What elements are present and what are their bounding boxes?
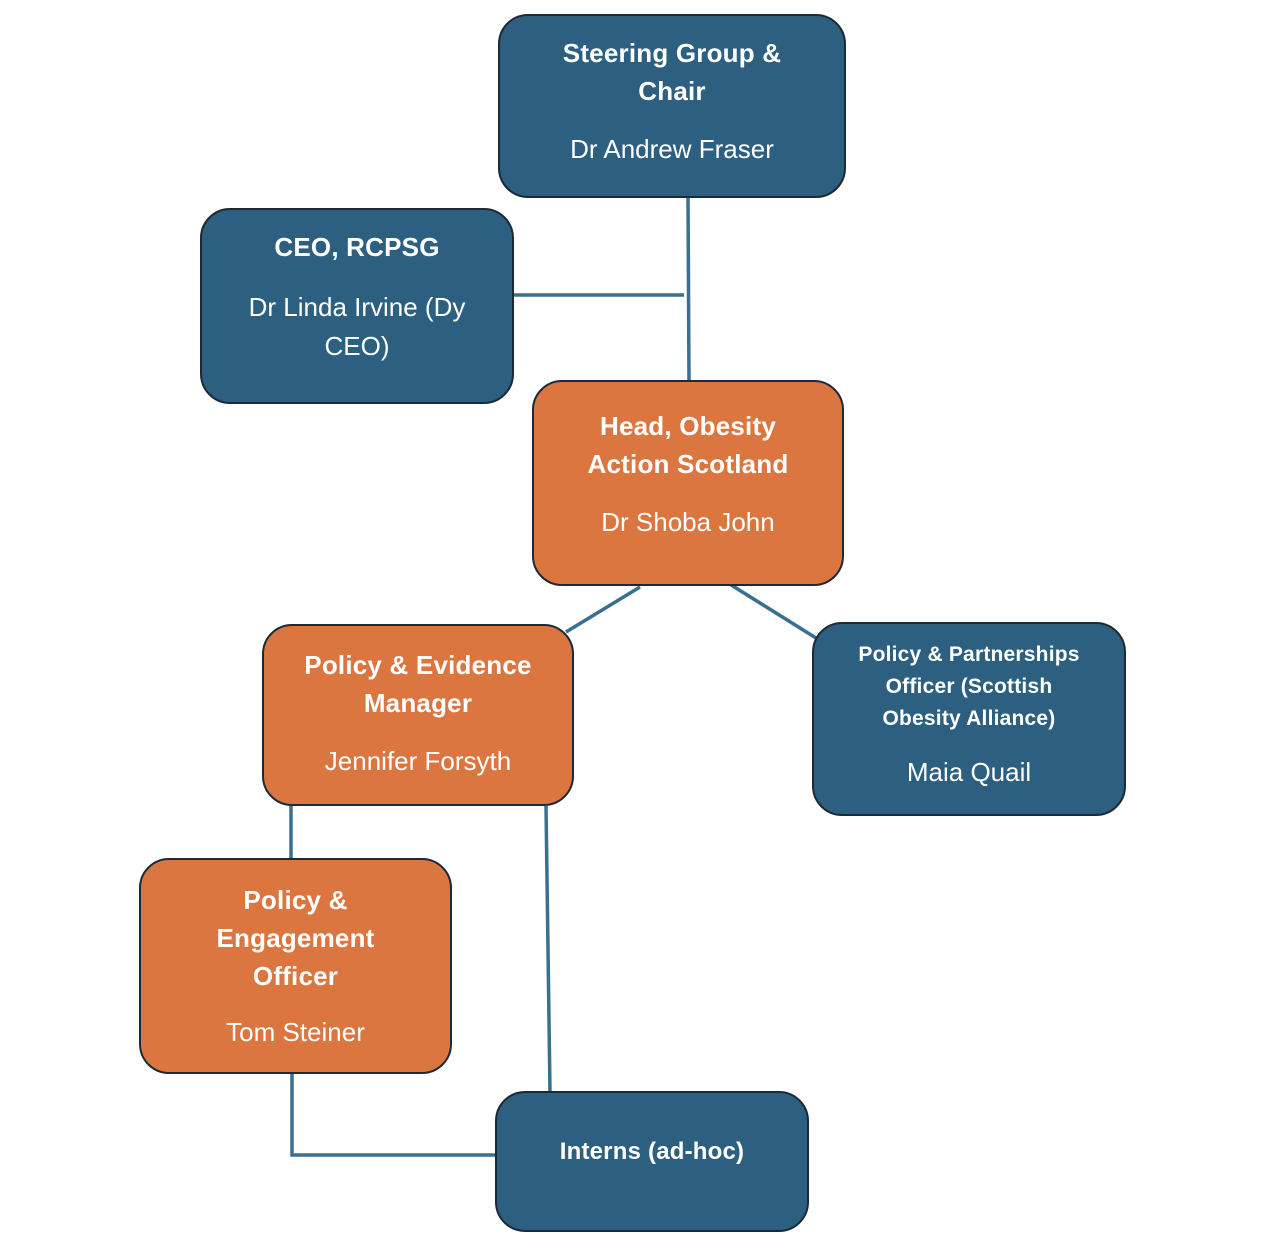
node-interns: Interns (ad-hoc) <box>495 1091 809 1232</box>
node-policy-evidence-manager: Policy & Evidence Manager Jennifer Forsy… <box>262 624 574 806</box>
node-role: Steering Group & Chair <box>562 37 782 106</box>
node-role: Policy & Evidence Manager <box>304 649 532 718</box>
node-head-obesity-action-scotland: Head, Obesity Action Scotland Dr Shoba J… <box>532 380 844 586</box>
node-person: Maia Quail <box>906 756 1032 787</box>
node-role: Policy & Partnerships Officer (Scottish … <box>858 642 1080 730</box>
connector-steering-to-head <box>686 195 691 381</box>
connector-head-to-manager <box>565 585 641 634</box>
node-policy-partnerships-officer: Policy & Partnerships Officer (Scottish … <box>812 622 1126 816</box>
node-person: Jennifer Forsyth <box>324 745 512 776</box>
node-role: CEO, RCPSG <box>274 232 440 262</box>
connector-head-to-partnerships <box>727 581 817 640</box>
node-person: Tom Steiner <box>226 1016 365 1047</box>
node-role: Policy & Engagement Officer <box>216 884 375 991</box>
node-role: Interns (ad-hoc) <box>559 1137 745 1165</box>
node-steering-group-chair: Steering Group & Chair Dr Andrew Fraser <box>498 14 846 198</box>
node-person: Dr Andrew Fraser <box>570 133 774 164</box>
node-policy-engagement-officer: Policy & Engagement Officer Tom Steiner <box>139 858 452 1074</box>
connector-engagement-to-interns <box>290 1074 496 1157</box>
connector-manager-to-interns <box>544 805 552 1093</box>
node-role: Head, Obesity Action Scotland <box>587 410 789 479</box>
node-person: Dr Linda Irvine (Dy CEO) <box>248 292 466 361</box>
node-person: Dr Shoba John <box>601 506 775 537</box>
node-ceo-rcpsg: CEO, RCPSG Dr Linda Irvine (Dy CEO) <box>200 208 514 404</box>
